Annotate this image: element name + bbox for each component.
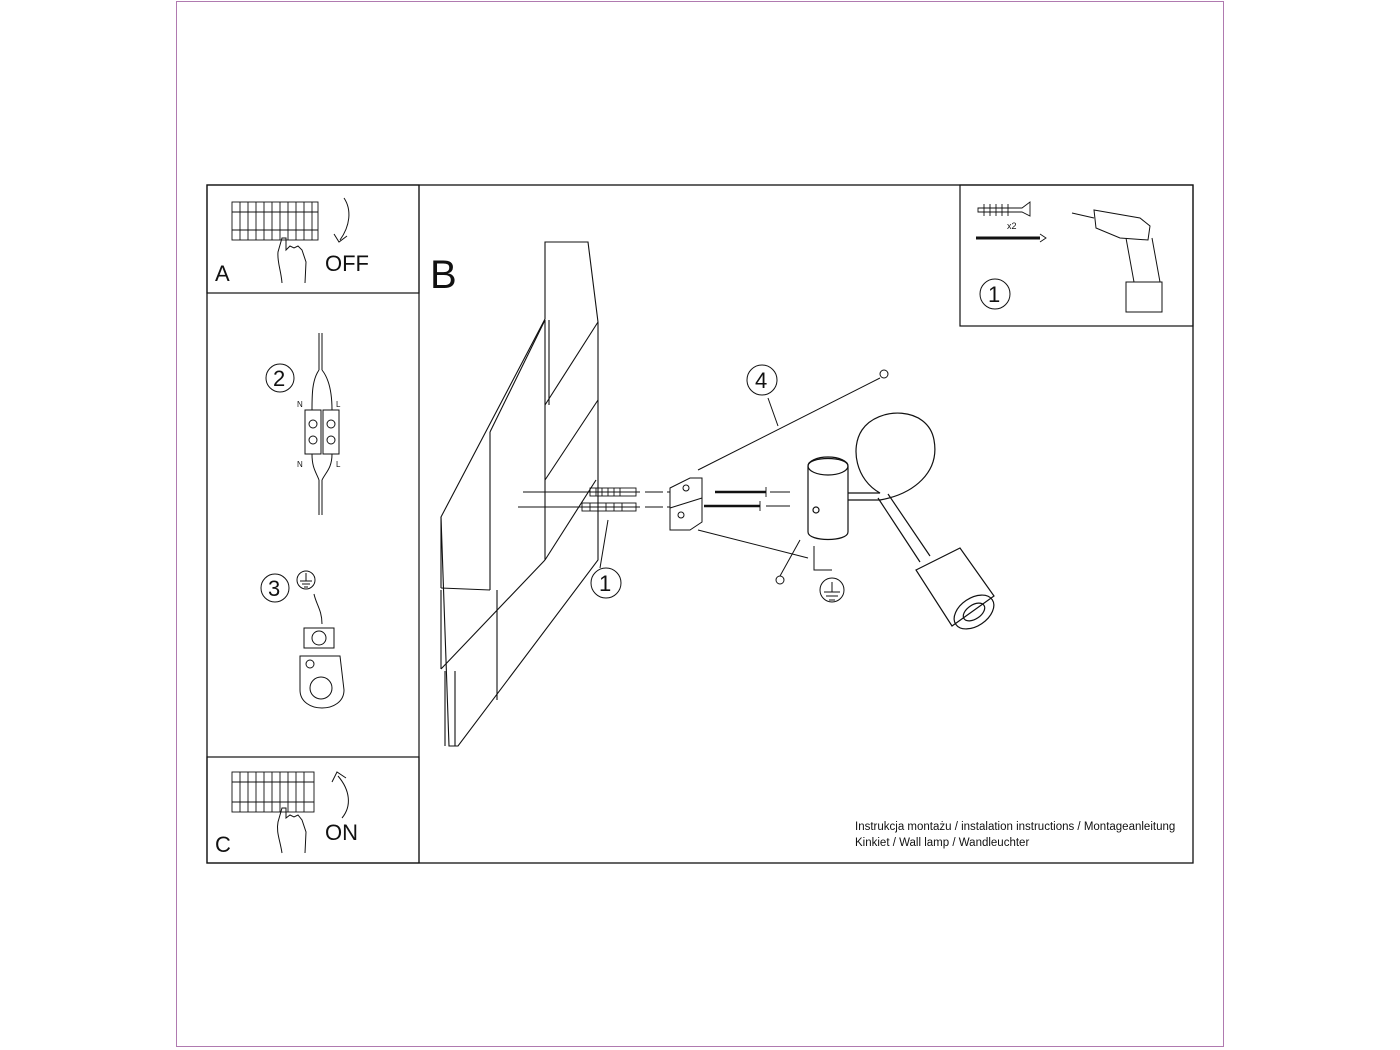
step-2-number: 2 bbox=[273, 366, 285, 391]
panel-b-letter: B bbox=[430, 253, 457, 297]
lamp-body bbox=[807, 412, 995, 630]
panel-a-letter: A bbox=[215, 261, 230, 286]
footer-subtitle: Kinkiet / Wall lamp / Wandleuchter bbox=[855, 837, 1030, 849]
dowel-leader bbox=[599, 519, 609, 569]
drill-icon bbox=[1071, 209, 1163, 313]
screw-icon bbox=[775, 369, 889, 585]
tools-quantity: x2 bbox=[1007, 221, 1017, 231]
panel-c: C ON bbox=[206, 756, 420, 864]
panel-c-action: ON bbox=[325, 820, 358, 845]
step-4-badge bbox=[746, 364, 778, 396]
wall-tiles bbox=[440, 241, 599, 747]
page-frame bbox=[176, 1, 1224, 1047]
wall-dowel-icon bbox=[977, 201, 1031, 217]
panel-a: A OFF bbox=[206, 184, 420, 294]
projection-lines bbox=[697, 377, 881, 559]
footer-title: Instrukcja montażu / instalation instruc… bbox=[855, 821, 1176, 833]
mounting-bracket bbox=[669, 477, 703, 531]
ground-symbol-icon bbox=[296, 570, 316, 590]
screw-icon bbox=[976, 233, 1047, 243]
terminal-label-n-top: N bbox=[297, 400, 303, 409]
arrow-icon bbox=[333, 197, 350, 243]
step-1-tools-number: 1 bbox=[988, 282, 1000, 307]
step-1-tools-badge bbox=[979, 278, 1011, 310]
alignment-lines bbox=[645, 491, 790, 508]
panel-a-action: OFF bbox=[325, 251, 369, 276]
diagram-frame bbox=[206, 184, 1194, 864]
screw-icon bbox=[704, 487, 767, 511]
circuit-breaker-icon bbox=[231, 201, 319, 241]
tools-panel: x2 1 bbox=[959, 184, 1194, 327]
wiring-diagram: 2 N L N L bbox=[265, 333, 341, 515]
hand-icon bbox=[277, 237, 307, 284]
terminal-label-n-bottom: N bbox=[297, 460, 303, 469]
wall-dowel-icon bbox=[518, 487, 640, 512]
step-3-badge bbox=[260, 573, 290, 603]
circuit-breaker-icon bbox=[231, 771, 315, 813]
step-1-dowel-badge bbox=[590, 567, 622, 599]
hand-icon bbox=[277, 807, 307, 854]
terminal-label-l-bottom: L bbox=[336, 460, 341, 469]
step-4-number: 4 bbox=[755, 368, 767, 393]
panel-c-letter: C bbox=[215, 832, 231, 857]
arrow-icon bbox=[331, 771, 349, 819]
ground-connection: 3 bbox=[260, 570, 345, 709]
terminal-label-l-top: L bbox=[336, 400, 341, 409]
step-1-dowel-number: 1 bbox=[599, 571, 611, 596]
step-3-number: 3 bbox=[268, 576, 280, 601]
ground-symbol-icon bbox=[813, 546, 845, 603]
step-2-badge bbox=[265, 363, 295, 393]
